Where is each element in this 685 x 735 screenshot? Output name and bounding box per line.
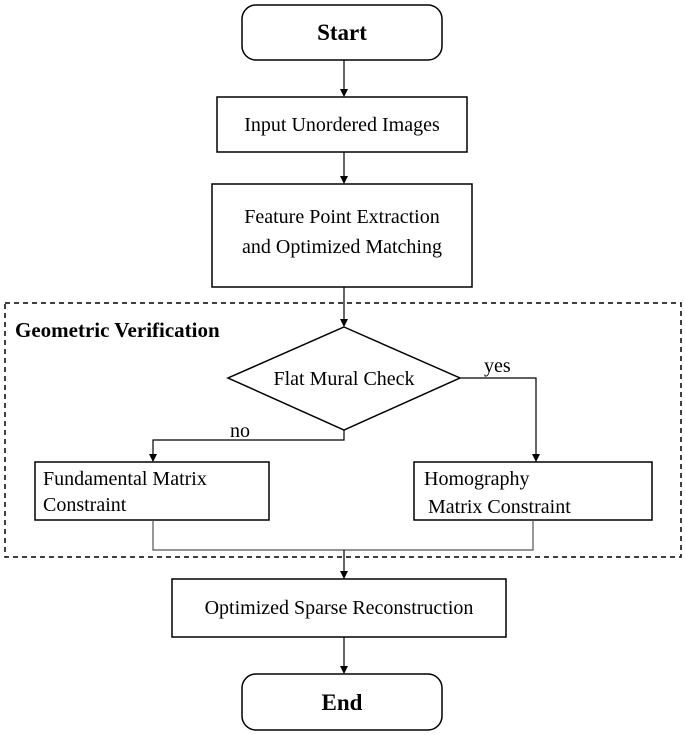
input-images-node	[216, 96, 468, 153]
homography-matrix-label-line1: Homography	[424, 468, 530, 490]
start-label: Start	[317, 20, 367, 45]
start-node	[241, 4, 443, 61]
end-node	[241, 673, 443, 731]
feature-extraction-label-line1: Feature Point Extraction	[244, 206, 440, 228]
group-title: Geometric Verification	[15, 318, 220, 342]
input-images-label: Input Unordered Images	[244, 114, 440, 136]
merge-line-homography	[344, 520, 534, 551]
arrow-decision-yes-branch	[460, 377, 540, 462]
flat-mural-check-label: Flat Mural Check	[273, 368, 414, 390]
fundamental-matrix-label-line1: Fundamental Matrix	[43, 468, 207, 490]
sparse-reconstruction-node	[171, 578, 507, 638]
homography-matrix-label-line2: Matrix Constraint	[428, 496, 571, 518]
geometric-verification-group	[4, 302, 682, 558]
sparse-reconstruction-label: Optimized Sparse Reconstruction	[205, 597, 474, 619]
arrow-decision-no-branch	[149, 430, 345, 462]
merge-line-fundamental	[152, 520, 344, 551]
feature-extraction-node	[211, 183, 473, 288]
fundamental-matrix-label-line2: Constraint	[43, 494, 127, 516]
edge-label-no: no	[230, 420, 250, 442]
fundamental-matrix-node	[34, 461, 270, 521]
edge-label-yes: yes	[484, 355, 511, 377]
feature-extraction-label-line2: and Optimized Matching	[242, 236, 442, 258]
homography-matrix-node	[413, 461, 653, 521]
end-label: End	[322, 690, 363, 715]
